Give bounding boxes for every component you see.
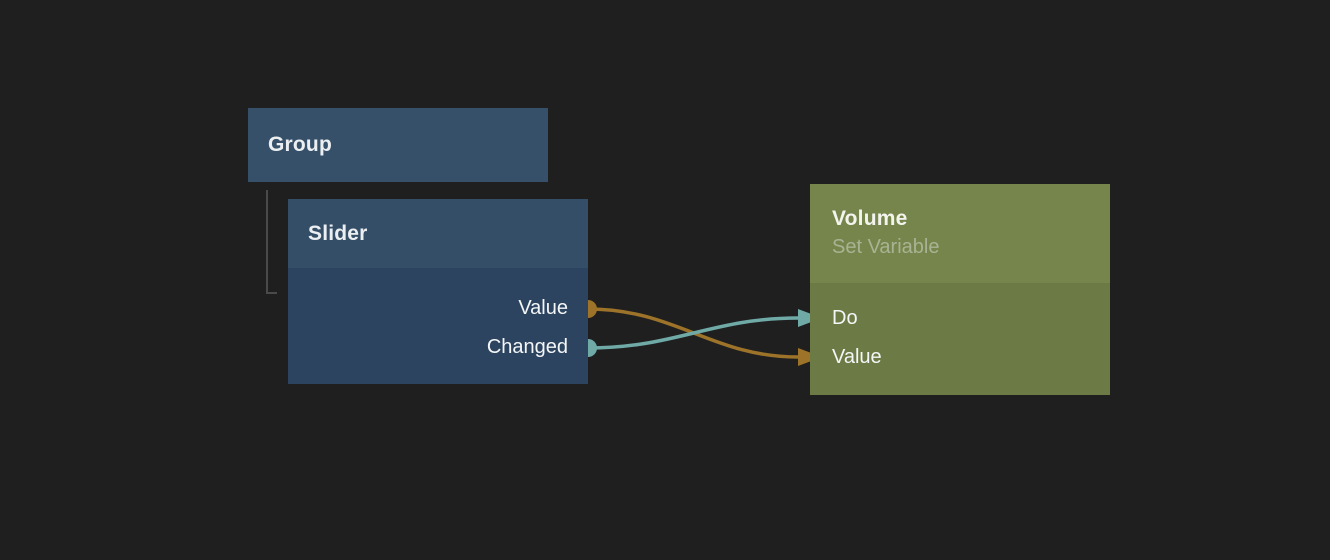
group-child-tree-line [266,190,277,294]
node-slider[interactable]: Slider Value Changed [288,199,588,384]
volume-node-title: Volume [832,207,908,230]
output-label-value: Value [518,297,568,319]
input-row-value[interactable]: Value [810,338,1110,377]
volume-node-header[interactable]: Volume Set Variable [810,184,1110,283]
output-label-changed: Changed [486,336,568,358]
slider-node-body: Value Changed [288,268,588,384]
slider-node-header[interactable]: Slider [288,199,588,268]
output-row-value[interactable]: Value [288,289,588,328]
node-group[interactable]: Group [248,108,548,182]
volume-node-body: Do Value [810,283,1110,395]
node-volume[interactable]: Volume Set Variable Do Value [810,184,1110,395]
wire-slider-changed-to-volume-do[interactable] [586,316,800,350]
output-row-changed[interactable]: Changed [288,328,588,367]
input-row-do[interactable]: Do [810,299,1110,338]
volume-node-subtitle: Set Variable [832,236,940,258]
input-label-do: Do [832,307,858,329]
group-node-title: Group [268,133,332,156]
slider-node-title: Slider [308,221,368,245]
input-label-value: Value [832,346,882,368]
